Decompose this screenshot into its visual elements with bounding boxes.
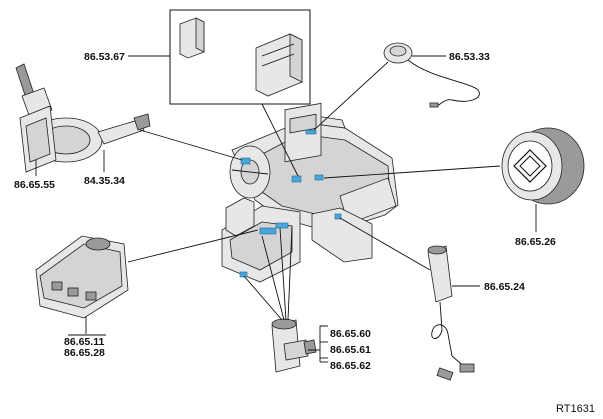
- leader-power-socket-5: [287, 225, 293, 321]
- label-wiper-switch: 84.35.34: [84, 175, 125, 187]
- usb-socket-part: [427, 245, 475, 381]
- highlight-steering-switch: [240, 157, 251, 165]
- dashboard-illustration: [221, 102, 399, 283]
- leader-hazard: [323, 165, 501, 179]
- label-power-socket-c: 86.65.62: [330, 360, 371, 372]
- switch-cluster-part: [15, 63, 151, 173]
- label-module: 86.53.67: [84, 51, 125, 63]
- leader-module-2: [261, 103, 299, 177]
- hazard-switch-part: [501, 127, 585, 205]
- leader-switch-cluster-2: [139, 129, 243, 161]
- power-socket-part: [271, 318, 317, 373]
- highlight-usb-socket: [334, 213, 342, 220]
- label-hazard-switch: 86.65.26: [515, 236, 556, 248]
- label-usb-socket: 86.65.24: [484, 281, 525, 293]
- leader-antenna-2: [313, 61, 389, 131]
- label-console-switch-a: 86.65.11: [64, 336, 104, 348]
- highlight-center-switch: [291, 175, 302, 183]
- highlight-rear-socket: [239, 271, 248, 278]
- leader-power-socket-3: [261, 235, 285, 321]
- console-switch-part: [35, 235, 129, 319]
- leader-power-socket: [308, 325, 328, 351]
- antenna-part: [383, 42, 480, 108]
- highlight-console-switch-2: [275, 222, 289, 229]
- highlight-antenna: [305, 129, 317, 135]
- leader-console-2: [127, 229, 259, 263]
- highlight-console-switch: [259, 227, 277, 235]
- leader-usb-2: [339, 217, 431, 271]
- label-power-socket-a: 86.65.60: [330, 328, 371, 340]
- leader-power-socket-4: [279, 227, 287, 321]
- label-antenna: 86.53.33: [449, 51, 490, 63]
- leader-power-socket-2: [243, 275, 283, 321]
- highlight-hazard-switch: [314, 174, 324, 181]
- figure-reference: RT1631: [556, 403, 595, 415]
- label-switch-cluster: 86.65.55: [14, 179, 55, 191]
- label-power-socket-b: 86.65.61: [330, 344, 371, 356]
- label-console-switch-b: 86.65.28: [64, 347, 105, 359]
- module-inset: [169, 9, 311, 105]
